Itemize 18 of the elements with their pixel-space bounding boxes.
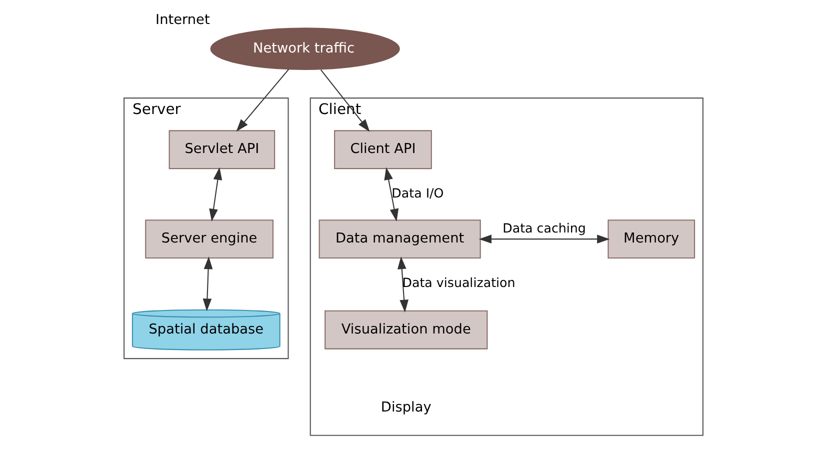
edge-label: Data I/O: [392, 185, 444, 200]
node-box: Servlet API: [168, 130, 276, 169]
node-label: Internet: [156, 12, 210, 28]
arrow: [384, 166, 399, 222]
node-box: Visualization mode: [324, 310, 488, 349]
node-box: Client API: [334, 130, 432, 169]
edge-label: Data caching: [502, 220, 586, 235]
arrow: [478, 234, 610, 243]
arrow: [397, 256, 408, 312]
node-ellipse: Network traffic: [210, 27, 400, 70]
arrow: [202, 256, 213, 311]
arrow: [236, 68, 290, 132]
node-box: Memory: [608, 219, 696, 258]
arrow: [209, 166, 222, 222]
edge-label: Data visualization: [402, 274, 516, 290]
node-box: Server engine: [145, 219, 274, 258]
node-box: Data management: [318, 219, 481, 258]
label: Display: [380, 399, 432, 416]
